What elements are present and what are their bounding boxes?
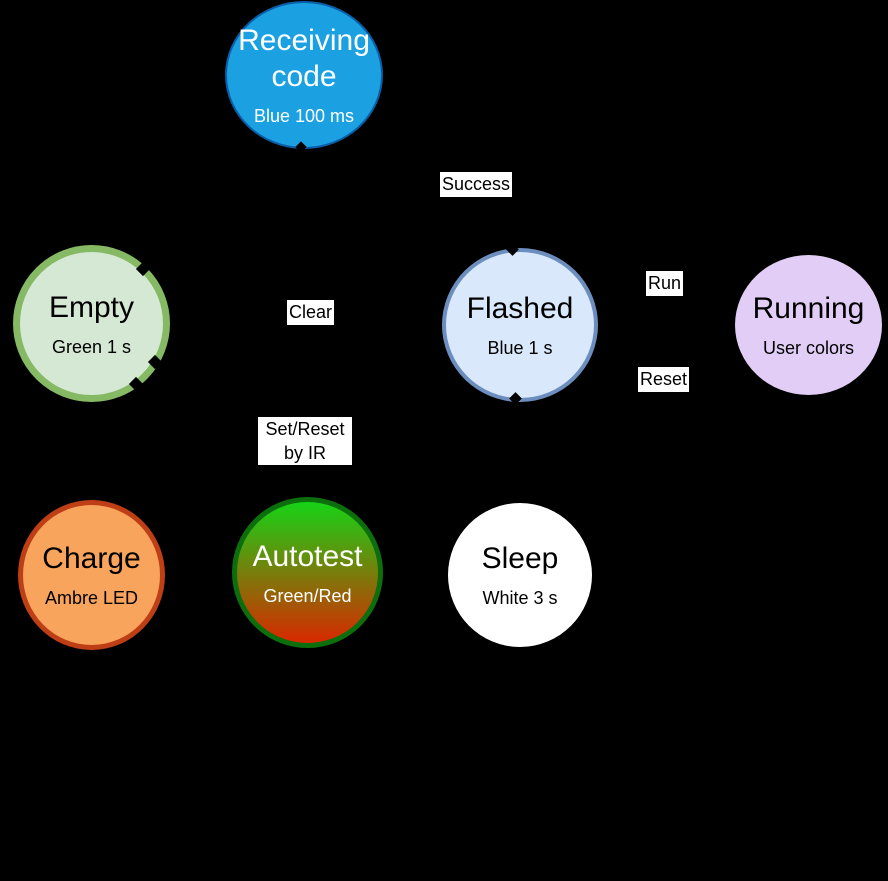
transition-label-set-reset-by-ir[interactable]: Set/Reset by IR	[258, 417, 352, 465]
state-running-subtitle: User colors	[762, 338, 855, 358]
state-receiving-code-subtitle: Blue 100 ms	[253, 106, 355, 126]
state-flashed-subtitle: Blue 1 s	[487, 338, 553, 358]
transition-label-success[interactable]: Success	[440, 172, 513, 197]
state-charge-title: Charge	[42, 542, 141, 575]
transition-label-run[interactable]: Run	[646, 271, 684, 296]
state-autotest-subtitle: Green/Red	[263, 585, 352, 606]
state-sleep-title: Sleep	[481, 542, 559, 575]
state-sleep-subtitle: White 3 s	[482, 588, 558, 608]
state-empty-title: Empty	[48, 290, 135, 324]
state-autotest[interactable]: Autotest Green/Red	[232, 497, 383, 648]
transition-label-clear[interactable]: Clear	[287, 300, 335, 325]
state-running[interactable]: Running User colors	[735, 255, 882, 395]
state-running-title: Running	[752, 292, 865, 325]
state-autotest-title: Autotest	[252, 539, 363, 573]
state-flashed-title: Flashed	[466, 292, 574, 325]
transition-label-reset[interactable]: Reset	[638, 367, 690, 392]
state-flashed[interactable]: Flashed Blue 1 s	[442, 248, 598, 402]
state-receiving-code[interactable]: Receiving code Blue 100 ms	[225, 1, 383, 149]
state-sleep[interactable]: Sleep White 3 s	[448, 503, 592, 647]
state-receiving-code-title: Receiving code	[238, 24, 370, 93]
state-empty-subtitle: Green 1 s	[51, 336, 132, 357]
state-charge-subtitle: Ambre LED	[44, 588, 139, 608]
state-charge[interactable]: Charge Ambre LED	[18, 500, 165, 650]
